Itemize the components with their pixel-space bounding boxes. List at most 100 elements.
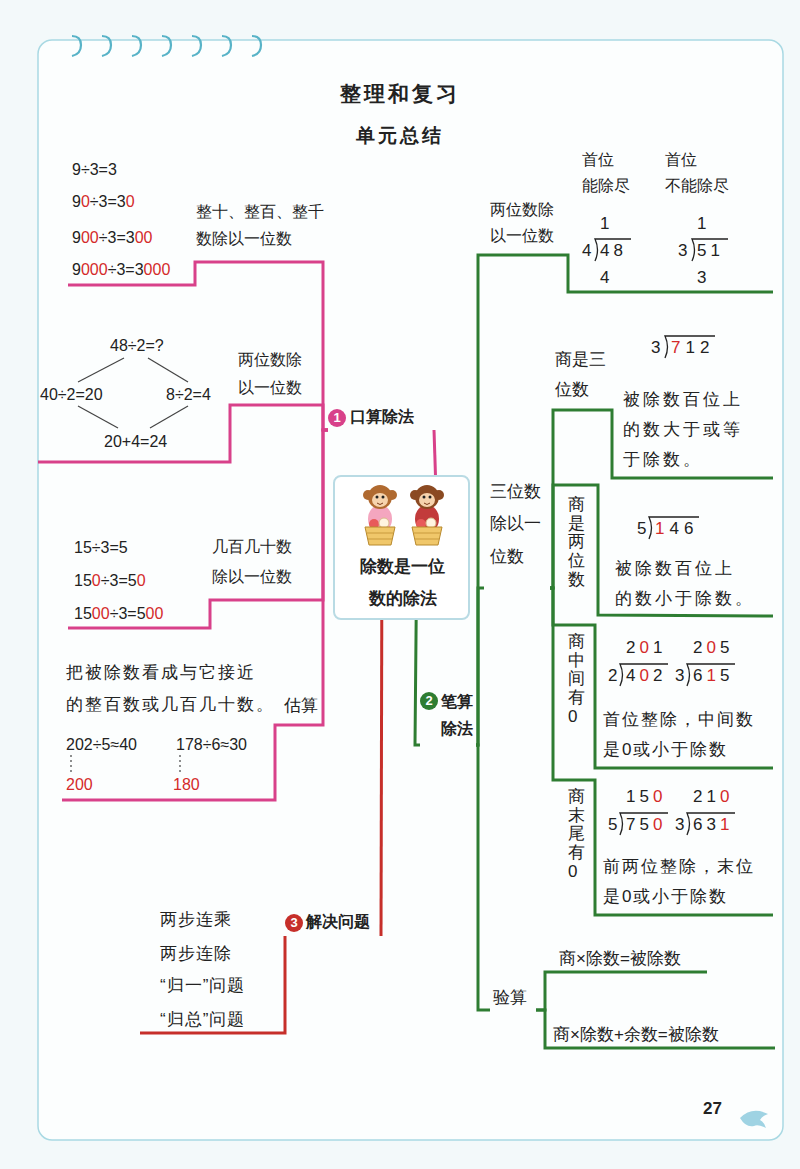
node-text: 商是两位数 <box>568 496 585 589</box>
split-line <box>78 406 118 428</box>
division-bracket <box>595 239 631 261</box>
text-holder: 除数是一位 数的除法 <box>335 551 470 615</box>
division-bracket <box>620 813 668 835</box>
branch-line <box>550 485 773 616</box>
topic-item: 两位数除 以一位数首位 能除尽首位 不能除尽1448413513 <box>488 145 773 292</box>
node-text: 两步连乘 <box>160 909 232 930</box>
text-holder: 前两位整除，末位 是0或小于除数 <box>603 852 755 912</box>
text-holder: 1 <box>697 213 706 234</box>
node-text: 402 <box>626 665 666 686</box>
division-bracket <box>687 813 735 835</box>
text-holder: 口算除法 <box>350 407 414 427</box>
text-holder: 631 <box>693 814 733 835</box>
node-text: 180 <box>173 775 200 795</box>
text-holder: 整十、整百、整千 数除以一位数 <box>196 198 324 252</box>
split-line <box>78 358 124 382</box>
text-holder: 48÷2=? <box>110 336 164 356</box>
text-holder: 首位 不能除尽 <box>665 147 729 198</box>
center-topic-box: 除数是一位 数的除法 <box>333 475 470 620</box>
node-text: 几百几十数 除以一位数 <box>212 532 292 593</box>
text-holder: 商×除数=被除数 <box>559 948 681 969</box>
branch-line <box>550 588 773 915</box>
text-holder: 9000÷3=3000 <box>72 260 170 280</box>
text-holder: 90÷3=30 <box>72 192 135 212</box>
node-text: 前两位整除，末位 是0或小于除数 <box>603 852 755 912</box>
node-text: 15÷3=5 <box>74 538 128 558</box>
node-text: 178÷6≈30 <box>176 735 247 755</box>
node-text: 两位数除 以一位数 <box>238 346 302 402</box>
text-holder: 三位数 除以一 位数 <box>490 476 541 573</box>
node-text: 712 <box>671 337 714 358</box>
text-holder: 商是两位数 <box>568 496 585 589</box>
text-holder: 900÷3=300 <box>72 228 152 248</box>
node-text: 2 <box>420 692 438 710</box>
text-holder: 单元总结 <box>0 124 800 148</box>
text-holder: 20+4=24 <box>104 432 167 452</box>
page-frame <box>38 40 783 1140</box>
text-holder: 2 <box>608 665 617 686</box>
node-text: 4 <box>582 240 591 261</box>
text-holder: 两步连除 <box>160 943 232 964</box>
text-holder: 商×除数+余数=被除数 <box>553 1024 719 1045</box>
node-text: 商是三 位数 <box>555 345 606 405</box>
node-text: 被除数百位上 的数小于除数。 <box>615 554 755 614</box>
text-holder: 210 <box>693 786 733 807</box>
node-text: 口算除法 <box>350 407 414 427</box>
node-text: 1500÷3=500 <box>74 604 163 624</box>
topic-item: 把被除数看成与它接近 的整百数或几百几十数。估算202÷5≈40178÷6≈30… <box>62 655 320 800</box>
text-holder: 200 <box>66 775 93 795</box>
text-holder: 两位数除 以一位数 <box>490 197 554 248</box>
node-text: 3 <box>675 814 684 835</box>
node-text: “归一”问题 <box>160 975 245 996</box>
text-holder: 商末尾有0 <box>568 788 585 881</box>
branch-line <box>476 745 490 1010</box>
node-text: 被除数百位上 的数大于或等 于除数。 <box>623 385 743 475</box>
topic-item: 商×除数+余数=被除数 <box>550 1021 775 1048</box>
node-text: 3 <box>651 337 660 358</box>
node-text: 9000÷3=3000 <box>72 260 170 280</box>
spiral-ring <box>162 36 171 56</box>
topic-item: 商是两位数5146被除数百位上 的数小于除数。 <box>560 488 773 616</box>
text-holder: 4 <box>582 240 591 261</box>
spiral-ring <box>72 36 81 56</box>
node-text: 首位整除，中间数 是0或小于除数 <box>603 705 755 765</box>
topic-item: 9÷3=390÷3=30900÷3=3009000÷3=3000整十、整百、整千… <box>68 152 330 285</box>
text-holder: 5 <box>608 814 617 835</box>
branch-line <box>140 936 285 1033</box>
branch-heading: 1口算除法 <box>328 406 434 430</box>
dolphin-icon <box>740 1111 768 1128</box>
text-holder: 商是三 位数 <box>555 345 606 405</box>
division-bracket <box>649 517 699 539</box>
text-holder: 5 <box>637 518 646 539</box>
node-text: 150 <box>626 786 666 807</box>
node-text: 3 <box>285 914 303 932</box>
node-text: 解决问题 <box>306 912 370 932</box>
text-holder: 205 <box>693 637 733 658</box>
text-holder: 3 <box>675 665 684 686</box>
branch-line <box>476 588 484 745</box>
text-holder: 被除数百位上 的数大于或等 于除数。 <box>623 385 743 475</box>
node-text: 商×除数+余数=被除数 <box>553 1024 719 1045</box>
node-text: 商末尾有0 <box>568 788 585 881</box>
node-text: 201 <box>626 637 666 658</box>
text-holder: 笔算 除法 <box>441 688 473 742</box>
text-holder: 180 <box>173 775 200 795</box>
text-holder: 150÷3=50 <box>74 571 146 591</box>
node-text: 三位数 除以一 位数 <box>490 476 541 573</box>
monkey-figure <box>410 485 444 545</box>
node-text: 205 <box>693 637 733 658</box>
text-holder: 402 <box>626 665 666 686</box>
division-bracket <box>692 239 728 261</box>
node-text: 除数是一位 数的除法 <box>335 551 470 615</box>
node-text: 48 <box>600 240 627 261</box>
branch-line <box>536 972 707 1010</box>
text-holder: 被除数百位上 的数小于除数。 <box>615 554 755 614</box>
spiral-ring <box>222 36 231 56</box>
text-holder: 估算 <box>284 695 318 716</box>
text-holder: 3 <box>675 814 684 835</box>
text-holder: 201 <box>626 637 666 658</box>
topic-item: 商×除数=被除数 <box>555 946 707 972</box>
node-text: 631 <box>693 814 733 835</box>
node-text: 615 <box>693 665 733 686</box>
